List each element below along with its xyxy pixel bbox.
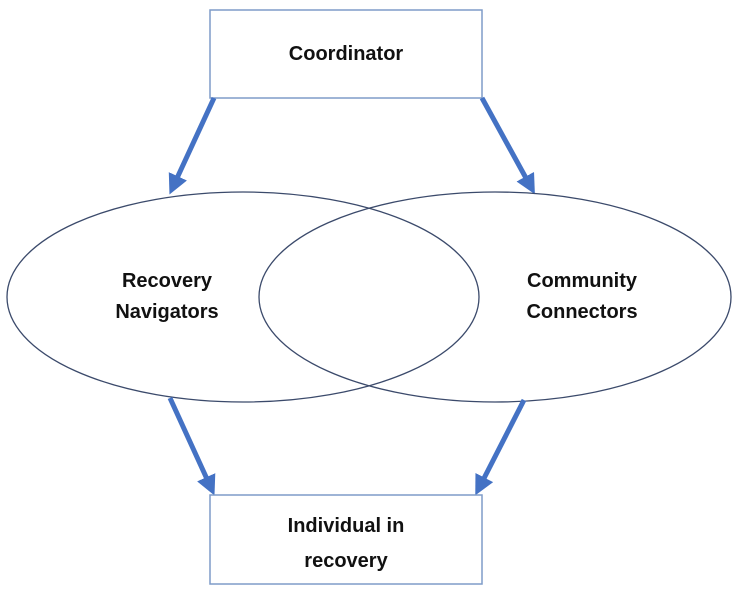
arrow-coordinator-to-connectors bbox=[479, 96, 535, 195]
individual-label-line2: recovery bbox=[304, 550, 388, 572]
individual-box: Individual in recovery bbox=[209, 494, 483, 585]
individual-label-line1: Individual in bbox=[288, 515, 405, 537]
community-connectors-label-line2: Connectors bbox=[526, 301, 637, 323]
recovery-navigators-ellipse bbox=[6, 191, 480, 403]
arrow-coordinator-to-navigators bbox=[168, 96, 217, 195]
recovery-navigators-label-line1: Recovery bbox=[122, 270, 213, 292]
community-connectors-label-line1: Community bbox=[527, 270, 638, 292]
recovery-navigators-label-line2: Navigators bbox=[115, 301, 218, 323]
arrow-navigators-to-individual bbox=[167, 396, 216, 496]
coordinator-box: Coordinator bbox=[209, 9, 483, 99]
arrow-connectors-to-individual bbox=[475, 398, 527, 496]
community-connectors-ellipse bbox=[258, 191, 732, 403]
coordinator-label: Coordinator bbox=[289, 43, 404, 65]
